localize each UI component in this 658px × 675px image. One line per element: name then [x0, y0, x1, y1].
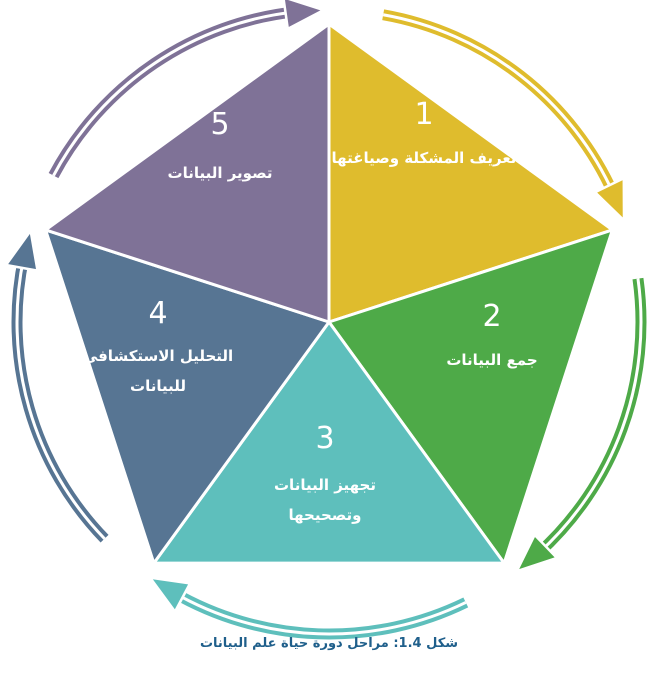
stage-label-5-line-1: تصوير البيانات [168, 164, 273, 182]
arrow-head-4 [4, 229, 39, 272]
arrow-head-3 [148, 576, 192, 613]
sector-group [30, 22, 627, 621]
stage-label-1-line-1: تعريف المشكلة وصياغتها [332, 149, 517, 167]
stage-number-5: 5 [210, 107, 229, 142]
arrow-inner-line-2 [536, 278, 643, 555]
arrow-inner-line-5 [52, 10, 297, 177]
label-group: 1 تعريف المشكلة وصياغتها 2 جمع البيانات 3 تجه… [83, 97, 538, 524]
arrow-inner-line-1 [382, 13, 616, 196]
figure-caption: شكل 1.4: مراحل دورة حياة علم البيانات [199, 636, 459, 651]
sector-gap-4 [30, 229, 154, 564]
cycle-arrows [4, 0, 647, 640]
stage-label-2-line-1: جمع البيانات [446, 351, 537, 369]
stage-label-3-line-1: تجهيز البيانات [274, 476, 376, 494]
sector-gap-2 [504, 229, 627, 564]
sector-gap-1 [329, 24, 613, 230]
arrow-inner-line-4 [15, 256, 106, 540]
stage-label-4-line-2: للبيانات [130, 377, 186, 395]
arrow-inner-line-3 [172, 590, 467, 636]
arrow-head-1 [593, 176, 626, 222]
arrow-head-2 [515, 533, 559, 573]
stage-number-3: 3 [315, 421, 334, 456]
sector-gap-3 [153, 563, 505, 621]
stage-label-4-line-1: التحليل الاستكشافي [83, 347, 233, 365]
stage-number-2: 2 [482, 299, 501, 334]
stage-number-4: 4 [148, 296, 167, 331]
stage-number-1: 1 [414, 97, 433, 132]
arrow-head-5 [282, 0, 325, 31]
sector-gap-5 [45, 24, 330, 230]
stage-label-3-line-2: وتصحيحها [288, 506, 361, 524]
